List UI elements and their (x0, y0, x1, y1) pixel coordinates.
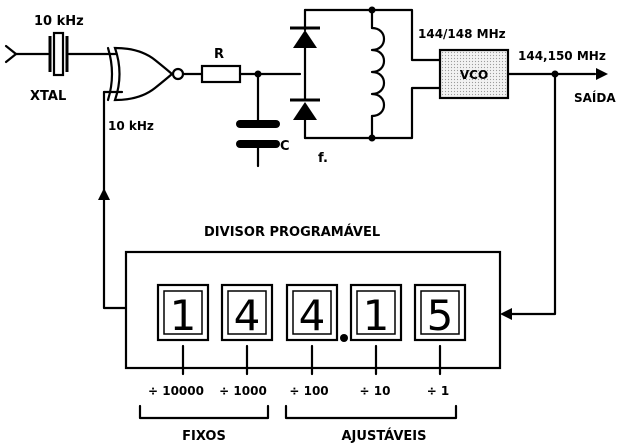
xtal-freq-label: 10 kHz (34, 14, 84, 29)
digit-wheel[interactable]: 1 (349, 283, 403, 342)
output-label: SAÍDA (574, 90, 616, 105)
resistor-icon (200, 64, 242, 84)
digit-leaders (181, 344, 442, 376)
digit-value: 1 (170, 291, 197, 340)
digit-wheel[interactable]: 1 (156, 283, 210, 342)
digit-value: 5 (427, 291, 454, 340)
crystal-icon (48, 31, 69, 77)
wire-output-divider (510, 72, 557, 316)
fixed-group-bracket (138, 404, 270, 420)
decimal-point (340, 334, 348, 342)
digit-value: 4 (234, 291, 261, 340)
wire-divider-xor (102, 90, 128, 310)
divider-input-arrow-icon (500, 308, 512, 320)
capacitor-label: C (280, 139, 290, 154)
wire-tank-top (303, 8, 442, 62)
capacitor-icon (236, 120, 280, 148)
vco-range-label: 144/148 MHz (418, 27, 506, 41)
divisor-label: ÷ 1 (427, 384, 450, 398)
feedback-freq-label: 10 kHz (108, 119, 154, 133)
resistor-label: R (214, 47, 224, 62)
divisor-label: ÷ 10000 (148, 384, 204, 398)
vco-block (438, 48, 510, 100)
divisor-label: ÷ 1000 (219, 384, 267, 398)
feedback-arrow-icon (98, 188, 110, 200)
digit-value: 4 (299, 291, 326, 340)
vco-label: VCO (460, 68, 488, 82)
output-freq-label: 144,150 MHz (518, 49, 606, 63)
adjustable-group-bracket (284, 404, 458, 420)
xnor-gate-icon (106, 46, 185, 102)
wire-tank-bottom (303, 86, 442, 140)
divider-title: DIVISOR PROGRAMÁVEL (204, 224, 380, 240)
f-label: f. (318, 151, 328, 166)
adjustable-group-label: AJUSTÁVEIS (342, 428, 427, 444)
digit-wheel[interactable]: 4 (220, 283, 274, 342)
xtal-label: XTAL (30, 89, 66, 104)
fixed-group-label: FIXOS (182, 429, 226, 444)
inductor-icon (370, 8, 386, 140)
divisor-label: ÷ 100 (289, 384, 328, 398)
digit-wheel[interactable]: 4 (285, 283, 339, 342)
digit-wheel[interactable]: 5 (413, 283, 467, 342)
output-arrow-icon (596, 68, 608, 80)
varactor-diode-icon (290, 26, 320, 120)
digit-value: 1 (363, 291, 390, 340)
input-arrow-icon (4, 44, 18, 64)
divisor-label: ÷ 10 (360, 384, 391, 398)
